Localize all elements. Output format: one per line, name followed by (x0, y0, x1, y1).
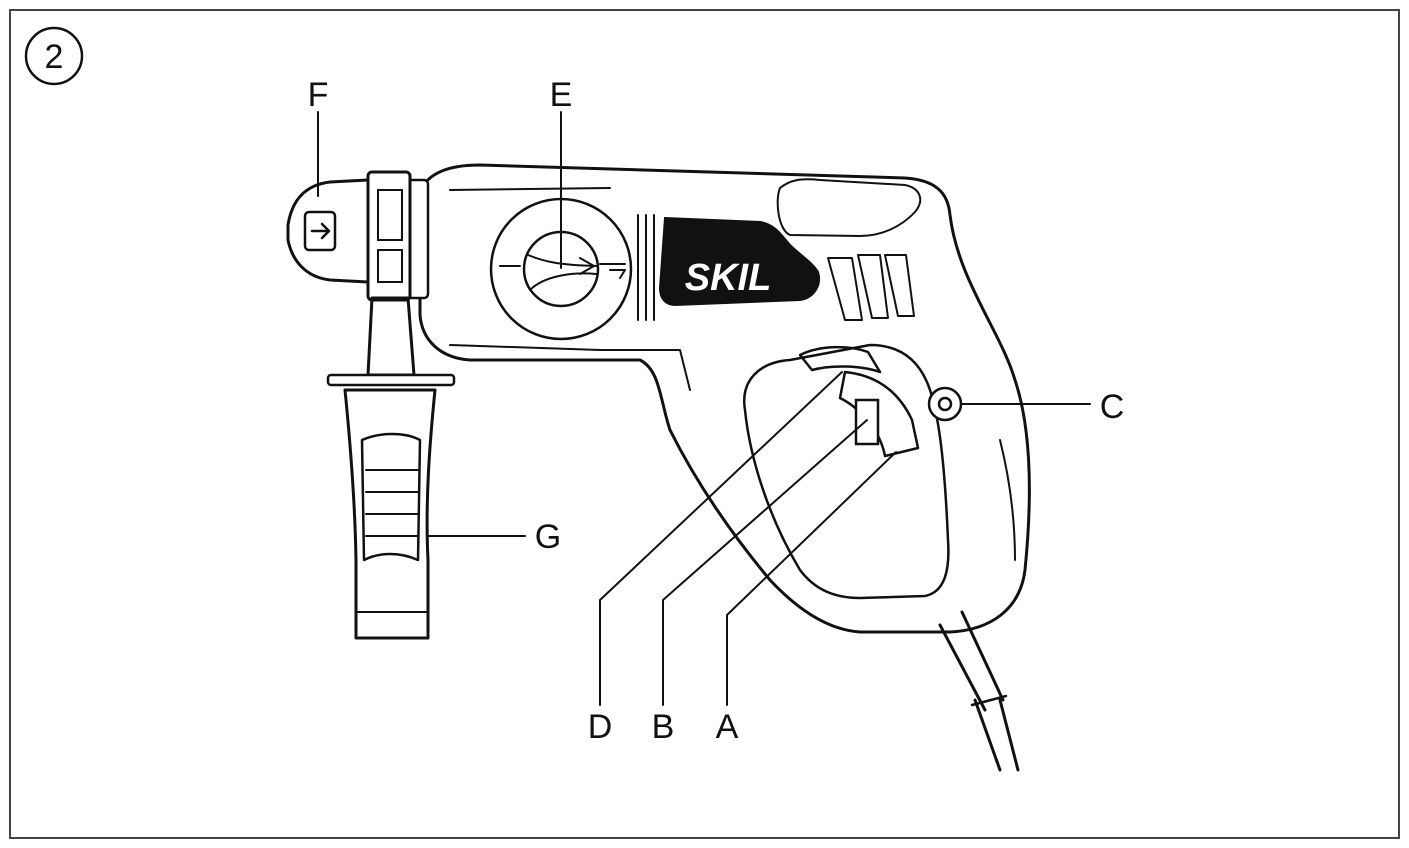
label-c: C (1100, 388, 1125, 426)
leader-lines (317, 111, 1091, 706)
side-handle (326, 296, 456, 640)
label-a: A (716, 708, 739, 746)
brand-logo-plate: SKIL (658, 216, 820, 307)
label-g: G (535, 518, 561, 556)
label-f: F (308, 76, 329, 114)
label-e: E (550, 76, 573, 114)
brand-logo-text: SKIL (685, 257, 772, 299)
figure-number-badge: 2 (24, 26, 84, 86)
figure-number: 2 (45, 38, 64, 76)
callout-labels: F E C G D B A (308, 76, 1125, 746)
label-d: D (588, 708, 613, 746)
figure-frame (9, 9, 1400, 839)
chuck-assembly (286, 170, 430, 302)
label-b: B (652, 708, 675, 746)
vent-slots (637, 214, 915, 321)
power-cord (938, 610, 1020, 772)
trigger-controls (798, 345, 963, 458)
drill-body (418, 163, 1031, 634)
